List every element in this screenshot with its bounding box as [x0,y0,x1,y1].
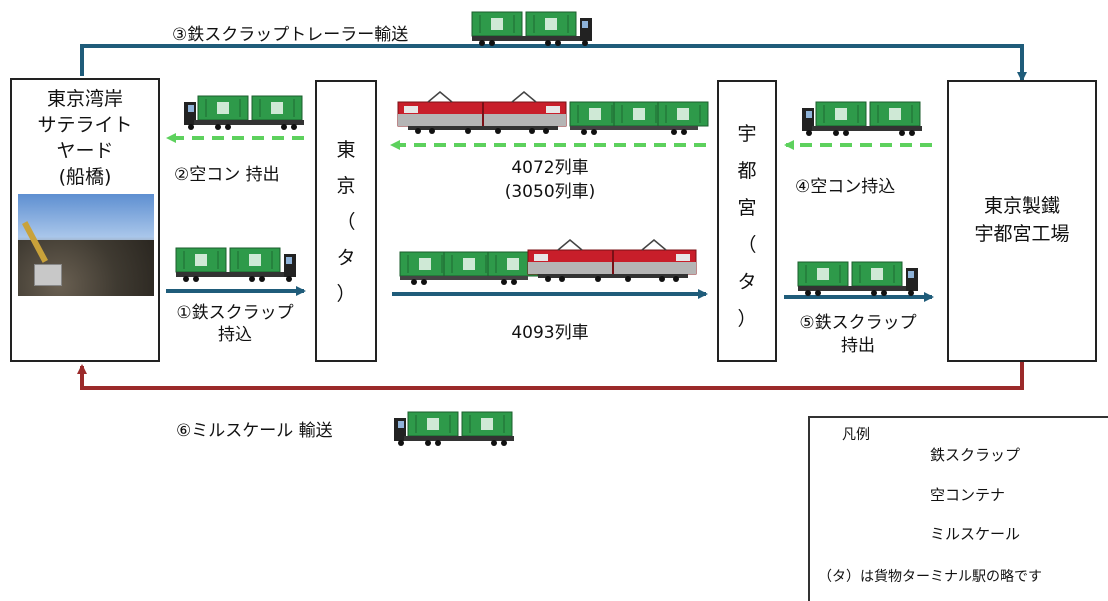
utsunomiya-char-4: （ [737,234,757,256]
truck-icon [184,96,304,130]
label-step-3: ③鉄スクラップトレーラー輸送 [172,25,409,45]
yard-line-4: (船橋) [58,166,112,188]
legend-title: 凡例 [842,427,870,443]
route-3-trailer [80,44,1027,82]
label-step-4: ④空コン持込 [795,177,896,197]
train-icon [400,239,697,285]
legend: 凡例 鉄スクラップ 空コンテナ ミルスケール （タ）は貨物ターミナル駅の略です [808,416,1108,601]
label-step-6: ⑥ミルスケール 輸送 [176,421,333,441]
steelworks-line-1: 東京製鐵 [983,195,1060,217]
legend-item-empty: 空コンテナ [930,486,1006,504]
truck-icon [176,248,296,282]
yard-line-3: ヤード [56,140,114,162]
yard-line-2: サテライト [37,114,133,136]
label-step-1-line-2: 持込 [218,325,252,345]
tokyo-char-3: （ [336,211,356,233]
node-steelworks: 東京製鐵 宇都宮工場 [947,80,1097,362]
utsunomiya-char-1: 宇 [737,123,757,145]
legend-item-millscale: ミルスケール [930,525,1021,543]
route-6-millscale [77,362,1024,390]
yard-line-1: 東京湾岸 [46,88,123,110]
label-step-5: ⑤鉄スクラップ 持出 [778,312,938,358]
utsunomiya-char-3: 宮 [737,197,757,219]
node-satellite-yard: 東京湾岸 サテライト ヤード (船橋) [10,78,160,362]
utsunomiya-char-2: 都 [737,160,757,182]
truck-icon [394,412,514,446]
truck-icon [802,102,922,136]
utsunomiya-char-5: タ [737,271,757,293]
node-tokyo-terminal: 東 京 （ タ ） [315,80,377,362]
tokyo-char-2: 京 [336,175,356,197]
node-utsunomiya-terminal: 宇 都 宮 （ タ ） [717,80,777,362]
tokyo-char-1: 東 [336,139,356,161]
label-step-1-line-1: ①鉄スクラップ [176,303,294,323]
tokyo-char-5: ） [336,283,356,305]
label-step-1: ①鉄スクラップ 持込 [160,302,310,346]
train-icon [397,91,708,135]
label-step-5-line-1: ⑤鉄スクラップ [799,313,917,333]
truck-icon [472,12,592,46]
label-train-4072-line-1: 4072列車 [511,158,589,178]
label-train-4093: 4093列車 [511,323,589,343]
legend-item-scrap: 鉄スクラップ [930,446,1021,464]
label-train-4072: 4072列車 (3050列車) [470,156,630,204]
label-step-5-line-2: 持出 [841,336,875,356]
utsunomiya-char-6: ） [737,308,757,330]
legend-note: （タ）は貨物ターミナル駅の略です [818,569,1042,585]
photo-scrap-yard [18,194,154,296]
label-step-2: ②空コン 持出 [174,165,280,185]
steelworks-line-2: 宇都宮工場 [974,223,1070,245]
label-train-4072-line-2: (3050列車) [504,182,596,202]
tokyo-char-4: タ [336,247,356,269]
truck-icon [798,262,918,296]
